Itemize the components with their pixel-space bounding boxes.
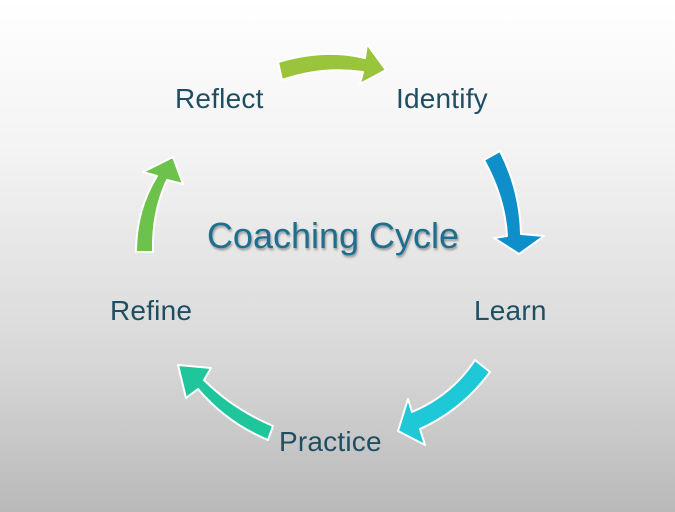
arrow-reflect-to-identify — [277, 43, 387, 85]
diagram-title: Coaching Cycle — [206, 215, 460, 256]
arrow-learn-to-practice — [397, 359, 491, 446]
arrow-practice-to-refine — [177, 364, 274, 441]
step-label-refine: Refine — [110, 295, 193, 326]
step-label-practice: Practice — [279, 426, 382, 457]
step-label-identify: Identify — [396, 83, 488, 114]
step-label-learn: Learn — [474, 295, 547, 326]
arrow-refine-to-reflect — [135, 156, 184, 253]
arrow-identify-to-learn — [483, 150, 545, 255]
step-label-reflect: Reflect — [175, 83, 264, 114]
